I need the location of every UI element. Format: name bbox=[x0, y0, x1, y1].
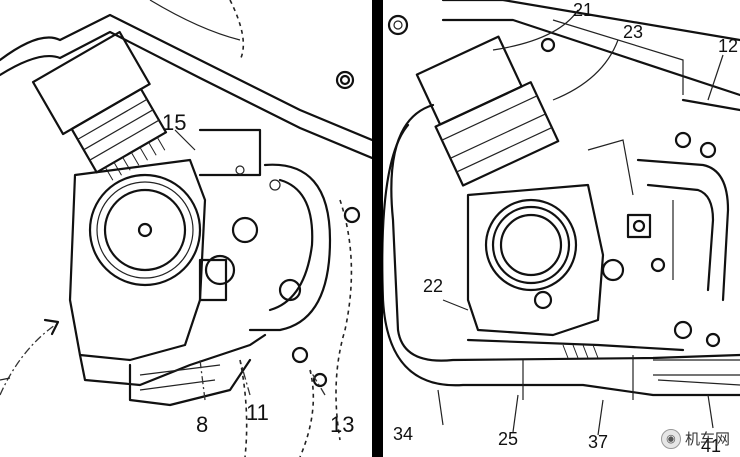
label-37: 37 bbox=[588, 432, 608, 452]
label-12: 12 bbox=[718, 36, 738, 56]
left-frame-rear bbox=[239, 199, 361, 457]
label-23: 23 bbox=[623, 22, 643, 42]
label-25: 25 bbox=[498, 429, 518, 449]
label-41: 41 bbox=[701, 436, 721, 456]
right-engine-drawing: 21 23 12 22 34 25 37 41 bbox=[383, 0, 740, 456]
left-sump bbox=[78, 333, 267, 407]
wechat-icon: ◉ bbox=[660, 428, 681, 449]
label-13: 13 bbox=[330, 412, 354, 437]
right-frame-spar bbox=[387, 0, 740, 159]
left-crankcase bbox=[68, 158, 207, 362]
label-8: 8 bbox=[196, 412, 208, 437]
label-34: 34 bbox=[393, 424, 413, 444]
panel-divider bbox=[372, 0, 383, 457]
watermark-text: 机车网 bbox=[684, 430, 730, 448]
left-frame-tubes bbox=[0, 0, 372, 160]
left-leader-lines bbox=[174, 129, 326, 401]
right-exhaust bbox=[383, 103, 740, 400]
right-leader-lines bbox=[437, 9, 724, 436]
left-side-cover bbox=[198, 128, 332, 332]
right-duct bbox=[636, 158, 730, 348]
label-11: 11 bbox=[246, 400, 269, 425]
right-drawing-panel: 21 23 12 22 34 25 37 41 bbox=[383, 0, 740, 457]
left-cylinder bbox=[31, 30, 168, 181]
right-crankcase bbox=[466, 139, 666, 337]
left-drawing-panel: 15 8 11 13 bbox=[0, 0, 372, 457]
label-22: 22 bbox=[423, 276, 443, 296]
left-engine-drawing: 15 8 11 13 bbox=[0, 0, 372, 457]
left-arrow bbox=[0, 318, 60, 396]
label-15: 15 bbox=[162, 110, 186, 135]
watermark: ◉ 机车网 bbox=[660, 428, 730, 449]
label-21: 21 bbox=[573, 0, 593, 20]
right-cylinder bbox=[415, 35, 560, 187]
